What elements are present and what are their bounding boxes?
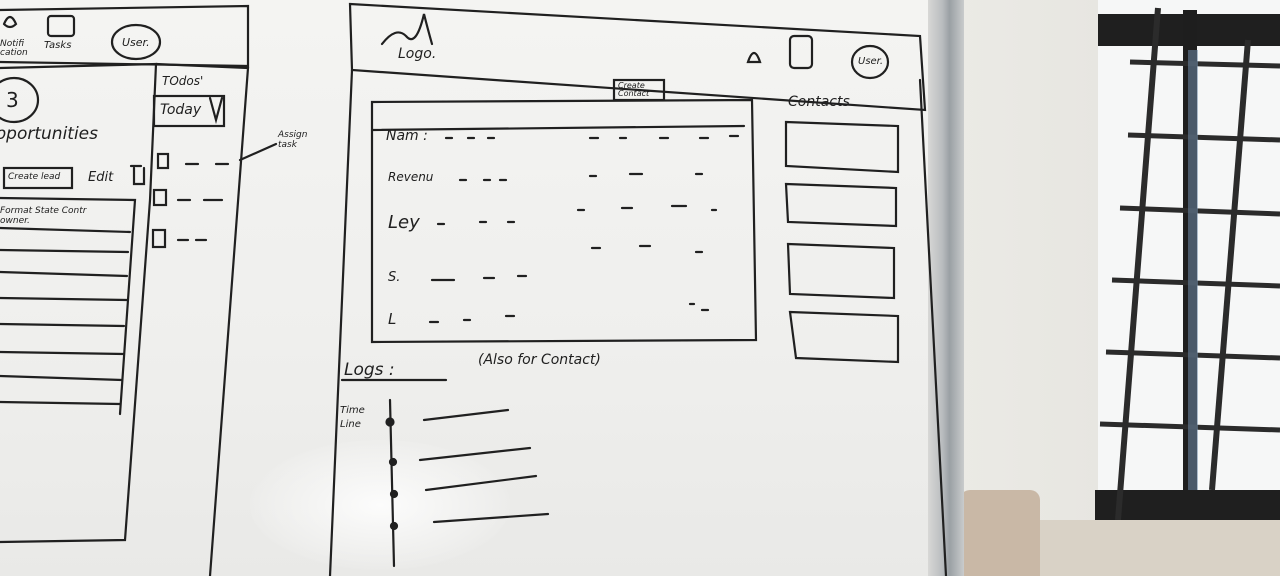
- today-dropdown[interactable]: Today: [160, 102, 202, 118]
- contact-card-2: [784, 182, 898, 228]
- create-contact-button[interactable]: Create Contact: [618, 81, 650, 98]
- trash-icon: [129, 164, 146, 186]
- details-box: [370, 98, 758, 344]
- logo-label: Logo.: [398, 46, 437, 62]
- chevron-down-icon: [208, 96, 224, 125]
- todo-column: [154, 62, 250, 576]
- row-dashes-3: [436, 204, 718, 226]
- field-s: S.: [388, 270, 401, 285]
- assign-arrow: [238, 142, 278, 162]
- contact-card-4: [788, 310, 900, 364]
- user-label-main: User.: [858, 56, 884, 67]
- user-label-left: User.: [122, 36, 150, 49]
- logs-note: (Also for Contact): [478, 352, 601, 368]
- bell-icon: [2, 15, 18, 29]
- tasks-icon-main: [788, 34, 814, 70]
- timeline-entry-3: [424, 474, 538, 492]
- timeline-dot-3: [389, 489, 399, 499]
- user-avatar-main: [850, 44, 890, 80]
- assign-task-note: Assign task: [278, 130, 308, 150]
- count-circle: [0, 76, 40, 124]
- row-dashes-4: [590, 244, 704, 254]
- whiteboard-frame: [928, 0, 964, 576]
- contact-card-3: [786, 242, 896, 300]
- main-right-border: [918, 78, 948, 576]
- timeline-entry-1: [422, 408, 510, 422]
- todo-checkbox-3: [151, 228, 167, 249]
- notification-label: Notifi cation: [0, 39, 28, 58]
- timeline-entry-2: [418, 446, 532, 462]
- table-rows: [0, 226, 132, 406]
- field-revenue: Revenu: [388, 170, 434, 184]
- field-name: Nam :: [386, 128, 428, 144]
- todo-dashes: [176, 162, 230, 242]
- timeline-label: Time Line: [340, 405, 365, 430]
- timeline-entry-4: [432, 512, 550, 524]
- table-header: Format State Contr owner.: [0, 206, 87, 226]
- create-lead-button[interactable]: Create lead: [8, 172, 61, 182]
- opportunities-title: Opportunities: [0, 124, 98, 144]
- edit-label[interactable]: Edit: [88, 170, 114, 185]
- left-panel: [0, 62, 158, 544]
- contact-card-1: [784, 120, 900, 174]
- count-badge: 3: [6, 88, 19, 112]
- tasks-label: Tasks: [44, 40, 72, 51]
- timeline-dot-1: [385, 417, 395, 427]
- user-avatar-left: [110, 23, 162, 61]
- todo-checkbox-2: [152, 188, 168, 207]
- field-ley: Ley: [388, 212, 420, 233]
- main-left-border: [328, 68, 354, 576]
- row-dashes-1: [444, 134, 740, 140]
- row-dashes-5: [430, 274, 528, 282]
- table-outline: [0, 196, 137, 416]
- logo-scribble: [380, 13, 434, 46]
- tasks-icon: [46, 14, 76, 38]
- today-dropdown-box: [152, 94, 226, 128]
- bell-icon-main: [746, 51, 762, 64]
- contacts-title: Contacts: [788, 94, 850, 110]
- window-sill: [1040, 520, 1280, 576]
- details-divider: [370, 124, 746, 132]
- field-l: L: [388, 310, 397, 328]
- create-lead-box: [2, 166, 74, 190]
- logs-title: Logs :: [344, 360, 395, 380]
- todo-checkbox-1: [156, 152, 170, 170]
- light-glare: [250, 440, 510, 570]
- todos-title: TOdos': [162, 74, 204, 88]
- row-dashes-2: [458, 172, 704, 182]
- timeline-axis: [388, 398, 396, 568]
- row-dashes-6: [428, 302, 710, 324]
- timeline-dot-4: [389, 521, 399, 531]
- timeline-dot-2: [388, 457, 398, 467]
- main-header-box: [348, 2, 927, 112]
- chair: [960, 490, 1040, 576]
